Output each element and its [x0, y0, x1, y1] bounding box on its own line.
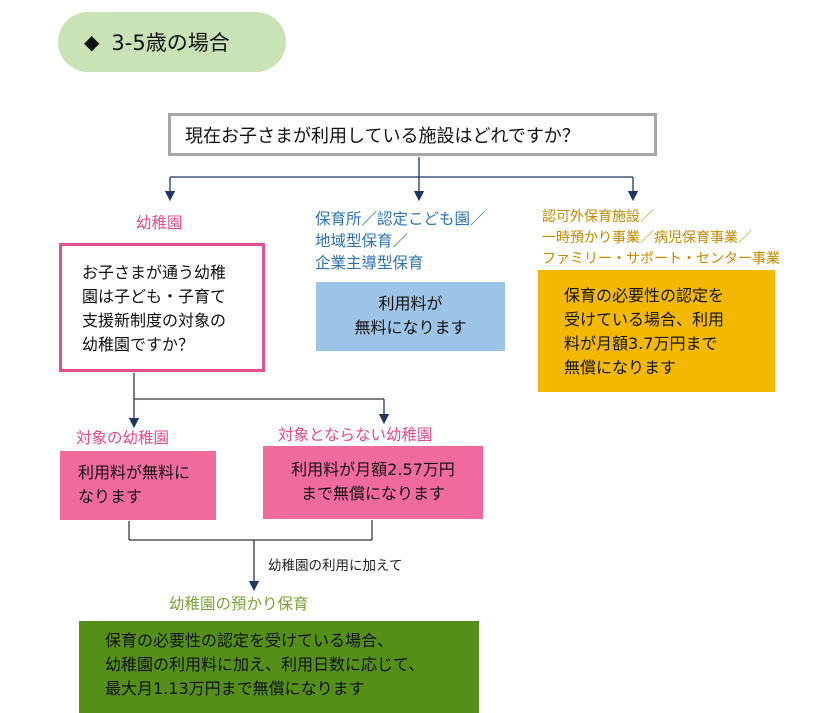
kindergarten-question-line: 支援新制度の対象の: [82, 311, 227, 330]
not-covered-result-line: まで無償になります: [300, 484, 445, 503]
main-question-text: 現在お子さまが利用している施設はどれですか？: [185, 125, 580, 147]
extra-care-result-box: 保育の必要性の認定を受けている場合、 幼稚園の利用料に加え、利用日数に応じて、 …: [79, 621, 479, 713]
unlicensed-label-line: ファミリー・サポート・センター事業: [542, 251, 780, 267]
unlicensed-result-line: 受けている場合、利用: [564, 310, 725, 329]
page-title: ◆ 3-5歳の場合: [58, 12, 286, 72]
covered-kindergarten-result-box: 利用料が無料に なります: [60, 451, 216, 520]
extra-care-result-line: 保育の必要性の認定を受けている場合、: [105, 631, 394, 650]
extra-care-label: 幼稚園の預かり保育: [169, 595, 309, 613]
kindergarten-question-box: お子さまが通う幼稚 園は子ども・子育て 支援新制度の対象の 幼稚園ですか？: [59, 243, 265, 372]
covered-result-line: なります: [78, 487, 143, 506]
nursery-label-line: 地域型保育／: [315, 232, 409, 250]
nursery-result-line: 無料になります: [354, 318, 467, 337]
unlicensed-result-box: 保育の必要性の認定を 受けている場合、利用 料が月額3.7万円まで 無償になりま…: [538, 270, 775, 392]
extra-care-result-line: 最大月1.13万円まで無償になります: [105, 679, 365, 698]
kindergarten-question-line: 園は子ども・子育て: [82, 287, 227, 306]
unlicensed-result-line: 料が月額3.7万円まで: [564, 334, 718, 353]
nursery-label-line: 保育所／認定こども園／: [315, 210, 486, 228]
extra-care-note: 幼稚園の利用に加えて: [268, 558, 403, 574]
nursery-result-box: 利用料が 無料になります: [316, 282, 505, 351]
unlicensed-label-line: 認可外保育施設／: [542, 209, 654, 225]
covered-kindergarten-label: 対象の幼稚園: [76, 429, 170, 447]
nursery-result-line: 利用料が: [378, 294, 443, 313]
main-question-box: 現在お子さまが利用している施設はどれですか？: [168, 113, 657, 156]
unlicensed-label-line: 一時預かり事業／病児保育事業／: [542, 230, 752, 246]
nursery-label: 保育所／認定こども園／ 地域型保育／ 企業主導型保育: [315, 208, 530, 274]
kindergarten-question-line: お子さまが通う幼稚: [82, 263, 227, 282]
not-covered-kindergarten-label: 対象とならない幼稚園: [278, 426, 433, 444]
extra-care-result-line: 幼稚園の利用料に加え、利用日数に応じて、: [105, 655, 425, 674]
unlicensed-result-line: 保育の必要性の認定を: [564, 286, 725, 305]
page-title-text: 3-5歳の場合: [111, 31, 230, 55]
unlicensed-label: 認可外保育施設／ 一時預かり事業／病児保育事業／ ファミリー・サポート・センター…: [542, 207, 822, 270]
kindergarten-label: 幼稚園: [136, 214, 183, 232]
nursery-label-line: 企業主導型保育: [315, 254, 424, 272]
kindergarten-question-line: 幼稚園ですか？: [82, 335, 195, 354]
diamond-icon: ◆: [84, 30, 100, 54]
not-covered-result-line: 利用料が月額2.57万円: [291, 460, 455, 479]
covered-result-line: 利用料が無料に: [78, 463, 191, 482]
unlicensed-result-line: 無償になります: [564, 358, 677, 377]
not-covered-kindergarten-result-box: 利用料が月額2.57万円 まで無償になります: [263, 446, 483, 519]
